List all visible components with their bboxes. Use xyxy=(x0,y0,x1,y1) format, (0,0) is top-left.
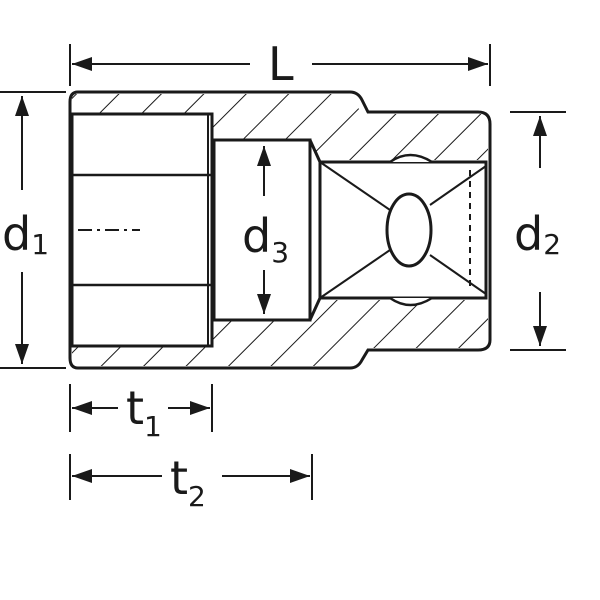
dimension-d1: d1 xyxy=(0,91,66,369)
arrow-left xyxy=(72,57,92,71)
dimension-d3: d3 xyxy=(242,146,289,314)
dimension-label-d3: d3 xyxy=(242,209,289,269)
square-drive-recess xyxy=(308,139,488,321)
hex-bore xyxy=(70,112,214,348)
relief-bore xyxy=(212,138,312,322)
dimension-label-t1: t1 xyxy=(126,381,162,443)
dimension-label-l: L xyxy=(268,37,294,91)
dimension-t2: t2 xyxy=(69,451,313,513)
dimension-label-d2: d2 xyxy=(514,207,561,261)
socket-body xyxy=(68,90,492,370)
socket-outer-outline xyxy=(68,90,492,370)
detent-ball-hole-bottom xyxy=(389,296,433,307)
hatched-section-bottom xyxy=(72,300,488,366)
detent-ball-hole-top xyxy=(389,153,433,164)
detent-ball-hole xyxy=(385,192,433,268)
dimension-label-t2: t2 xyxy=(170,451,206,513)
dimension-label-d1: d1 xyxy=(2,207,49,261)
dimension-d2: d2 xyxy=(510,111,566,351)
dimension-l: L xyxy=(69,37,491,91)
dimension-t1: t1 xyxy=(69,381,213,443)
hatched-section-top xyxy=(72,94,488,160)
arrow-right xyxy=(468,57,488,71)
